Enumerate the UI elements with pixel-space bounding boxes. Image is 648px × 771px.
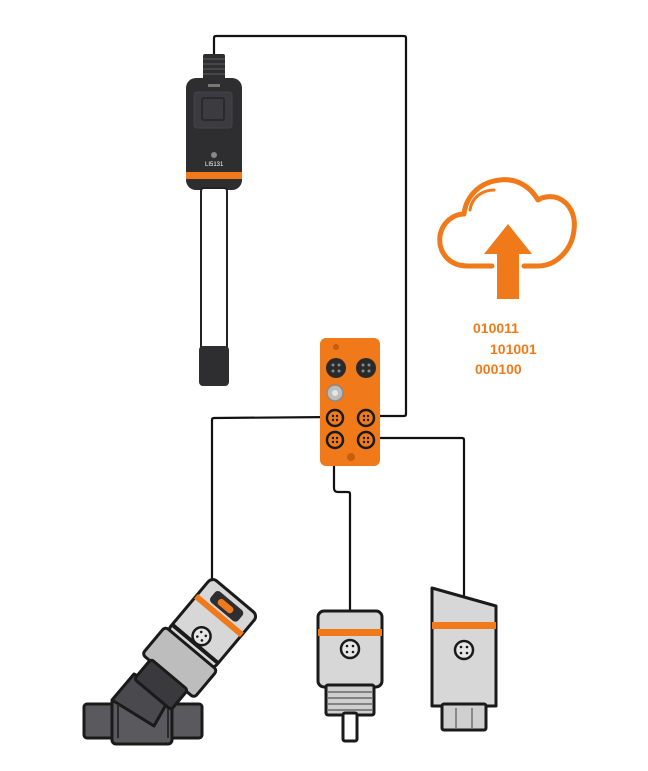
cloud-upload-icon [437,177,577,299]
port-io-4 [356,430,376,450]
binary-line-3: 000100 [475,361,522,377]
pressure-sensor [430,586,498,732]
binary-data: 010011 101001 000100 [473,320,537,377]
flow-sensor-valve [82,578,258,746]
binary-line-1: 010011 [473,320,519,336]
cables [210,34,466,648]
cable-flow-sensor [210,415,335,590]
sensor-model-label: LI5131 [205,162,224,168]
binary-line-2: 101001 [490,341,537,357]
port-io-2 [356,408,376,428]
port-m12-1 [326,358,346,378]
cable-level-sensor [212,34,408,418]
temperature-sensor [316,609,384,743]
upload-arrow-icon [484,224,532,299]
port-aux [326,384,344,402]
port-io-1 [325,408,345,428]
level-sensor: LI5131 [186,54,242,386]
io-link-master [320,338,380,466]
cable-temperature-sensor [332,440,352,648]
port-io-3 [325,430,345,450]
cable-pressure-sensor [366,436,466,648]
port-m12-2 [356,358,376,378]
